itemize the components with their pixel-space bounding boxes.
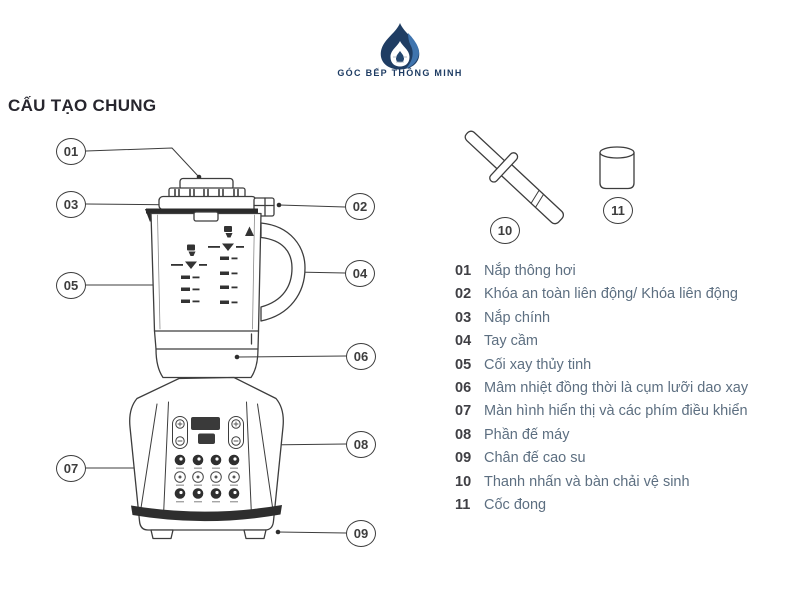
part-number: 03 bbox=[455, 309, 472, 326]
part-label: Thanh nhấn và bàn chải vệ sinh bbox=[484, 473, 690, 490]
page-title: CẤU TẠO CHUNG bbox=[8, 96, 157, 115]
part-row-09: 09 Chân đế cao su bbox=[455, 447, 748, 470]
part-row-02: 02 Khóa an toàn liên động/ Khóa liên động bbox=[455, 283, 748, 306]
part-number: 07 bbox=[455, 403, 472, 420]
part-row-10: 10 Thanh nhấn và bàn chải vệ sinh bbox=[455, 471, 748, 494]
part-number: 11 bbox=[455, 496, 471, 513]
part-row-05: 05 Cối xay thủy tinh bbox=[455, 354, 748, 377]
part-number: 10 bbox=[455, 473, 472, 490]
part-label: Chân đế cao su bbox=[484, 450, 586, 467]
callout-09: 09 bbox=[346, 520, 376, 547]
part-label: Cốc đong bbox=[484, 496, 547, 513]
part-number: 04 bbox=[455, 333, 472, 350]
measuring-cup bbox=[599, 146, 635, 190]
blender-jar bbox=[145, 208, 306, 379]
blender-lid bbox=[158, 177, 275, 217]
jar-measure-marks bbox=[171, 226, 254, 304]
callout-05: 05 bbox=[56, 272, 86, 299]
part-row-01: 01 Nắp thông hơi bbox=[455, 260, 748, 283]
callout-03: 03 bbox=[56, 191, 86, 218]
part-row-08: 08 Phần đế máy bbox=[455, 424, 748, 447]
part-label: Nắp chính bbox=[484, 309, 551, 326]
callout-01: 01 bbox=[56, 138, 86, 165]
callout-02: 02 bbox=[345, 193, 375, 220]
part-label: Tay cầm bbox=[484, 333, 538, 350]
callout-04: 04 bbox=[345, 260, 375, 287]
part-label: Cối xay thủy tinh bbox=[484, 356, 592, 373]
part-number: 02 bbox=[455, 286, 472, 303]
part-row-04: 04 Tay cầm bbox=[455, 330, 748, 353]
part-number: 09 bbox=[455, 450, 472, 467]
rubber-foot-left bbox=[150, 529, 174, 540]
callout-11: 11 bbox=[603, 197, 633, 224]
part-row-07: 07 Màn hình hiển thị và các phím điều khi… bbox=[455, 400, 748, 423]
part-number: 08 bbox=[455, 426, 472, 443]
callout-10: 10 bbox=[490, 217, 520, 244]
part-row-11: 11 Cốc đong bbox=[455, 494, 748, 517]
part-label: Phần đế máy bbox=[484, 426, 570, 443]
callout-06: 06 bbox=[346, 343, 376, 370]
control-panel bbox=[172, 416, 244, 449]
part-label: Khóa an toàn liên động/ Khóa liên động bbox=[484, 286, 738, 303]
part-label: Nắp thông hơi bbox=[484, 263, 576, 279]
rubber-foot-right bbox=[243, 529, 267, 540]
logo-text: GÓC BẾP THÔNG MINH bbox=[337, 68, 463, 78]
parts-legend: 01 Nắp thông hơi 02 Khóa an toàn liên động… bbox=[455, 260, 748, 517]
callout-08: 08 bbox=[346, 431, 376, 458]
part-number: 01 bbox=[455, 263, 472, 279]
logo-flame-icon bbox=[380, 23, 420, 70]
control-buttons bbox=[174, 454, 240, 503]
blender-base bbox=[129, 376, 284, 540]
callout-07: 07 bbox=[56, 455, 86, 482]
part-number: 05 bbox=[455, 356, 472, 373]
jar-handle bbox=[260, 222, 306, 322]
part-number: 06 bbox=[455, 379, 472, 396]
tamper-rod bbox=[464, 130, 565, 225]
part-label: Mâm nhiệt đồng thời là cụm lưỡi dao xay bbox=[484, 379, 749, 396]
display-screen bbox=[191, 417, 220, 430]
part-row-06: 06 Mâm nhiệt đồng thời là cụm lưỡi dao xa… bbox=[455, 377, 748, 400]
part-label: Màn hình hiển thị và các phím điều khiển bbox=[484, 403, 748, 420]
part-row-03: 03 Nắp chính bbox=[455, 307, 748, 330]
